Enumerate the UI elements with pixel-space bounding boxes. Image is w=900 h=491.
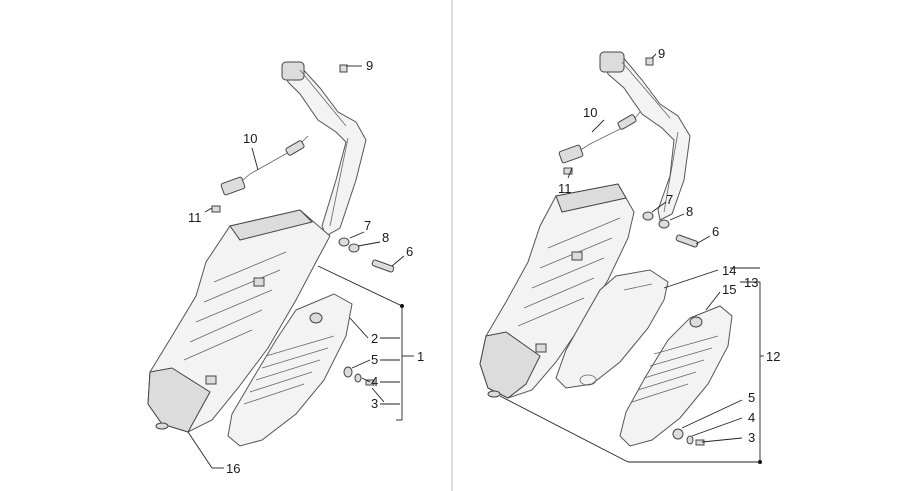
callout-4: 4 xyxy=(371,374,378,389)
bolt-6 xyxy=(371,259,395,273)
callout-3-right: 3 xyxy=(748,430,755,445)
sensor-connector xyxy=(220,176,246,196)
screw-3-right xyxy=(695,439,705,446)
spacer-5 xyxy=(343,366,353,378)
callout-7-right: 7 xyxy=(666,192,673,207)
muffler-end-cap-right xyxy=(479,331,541,399)
pipe-flange-right xyxy=(599,51,625,73)
washer-4-right xyxy=(686,435,694,445)
callout-5: 5 xyxy=(371,352,378,367)
muffler-badge xyxy=(253,277,265,287)
left-panel: 9 10 11 7 8 6 2 5 1 4 3 16 xyxy=(147,58,424,476)
clip-11 xyxy=(211,205,221,213)
muffler-mount-bracket xyxy=(229,209,313,241)
callout-11: 11 xyxy=(188,210,202,225)
gasket-plate xyxy=(555,269,669,389)
callout-14-right: 14 xyxy=(722,263,736,278)
callout-12-right: 12 xyxy=(766,349,780,364)
left-leader-lines xyxy=(187,65,414,469)
callout-9-right: 9 xyxy=(658,46,665,61)
washer-7-right xyxy=(642,211,654,221)
muffler-body-right xyxy=(479,183,635,399)
clip-11-right xyxy=(563,167,573,175)
callout-15-right: 15 xyxy=(722,282,736,297)
callout-8-right: 8 xyxy=(686,204,693,219)
clip-9-right xyxy=(645,57,654,66)
callout-11-right: 11 xyxy=(558,181,572,196)
nut-8 xyxy=(348,243,360,253)
screw-3 xyxy=(365,379,375,386)
bolt-6-right xyxy=(675,234,699,248)
callout-13-right: 13 xyxy=(744,275,758,290)
callout-1: 1 xyxy=(417,349,424,364)
callout-4-right: 4 xyxy=(748,410,755,425)
lambda-sensor xyxy=(220,135,309,196)
pipe-flange xyxy=(281,61,305,81)
right-leader-lines xyxy=(499,53,764,464)
right-panel: 9 10 11 7 8 6 14 13 15 12 5 4 3 xyxy=(479,46,780,464)
nut-8-right xyxy=(658,219,670,229)
muffler-body xyxy=(147,209,331,433)
exhaust-pipe-right xyxy=(599,51,691,221)
heat-shield-right xyxy=(619,305,733,447)
callout-5-right: 5 xyxy=(748,390,755,405)
washer-4 xyxy=(354,373,362,383)
heat-shield xyxy=(227,293,353,447)
callout-10-right: 10 xyxy=(583,105,597,120)
callout-7: 7 xyxy=(364,218,371,233)
callout-6: 6 xyxy=(406,244,413,259)
spacer-5-right xyxy=(672,428,684,440)
callout-3: 3 xyxy=(371,396,378,411)
clip-9 xyxy=(339,64,348,73)
callout-10: 10 xyxy=(243,131,257,146)
callout-6-right: 6 xyxy=(712,224,719,239)
washer-7 xyxy=(338,237,350,247)
callout-16: 16 xyxy=(226,461,240,476)
lambda-sensor-right xyxy=(558,111,641,164)
callout-2: 2 xyxy=(371,331,378,346)
callout-9: 9 xyxy=(366,58,373,73)
callout-8: 8 xyxy=(382,230,389,245)
